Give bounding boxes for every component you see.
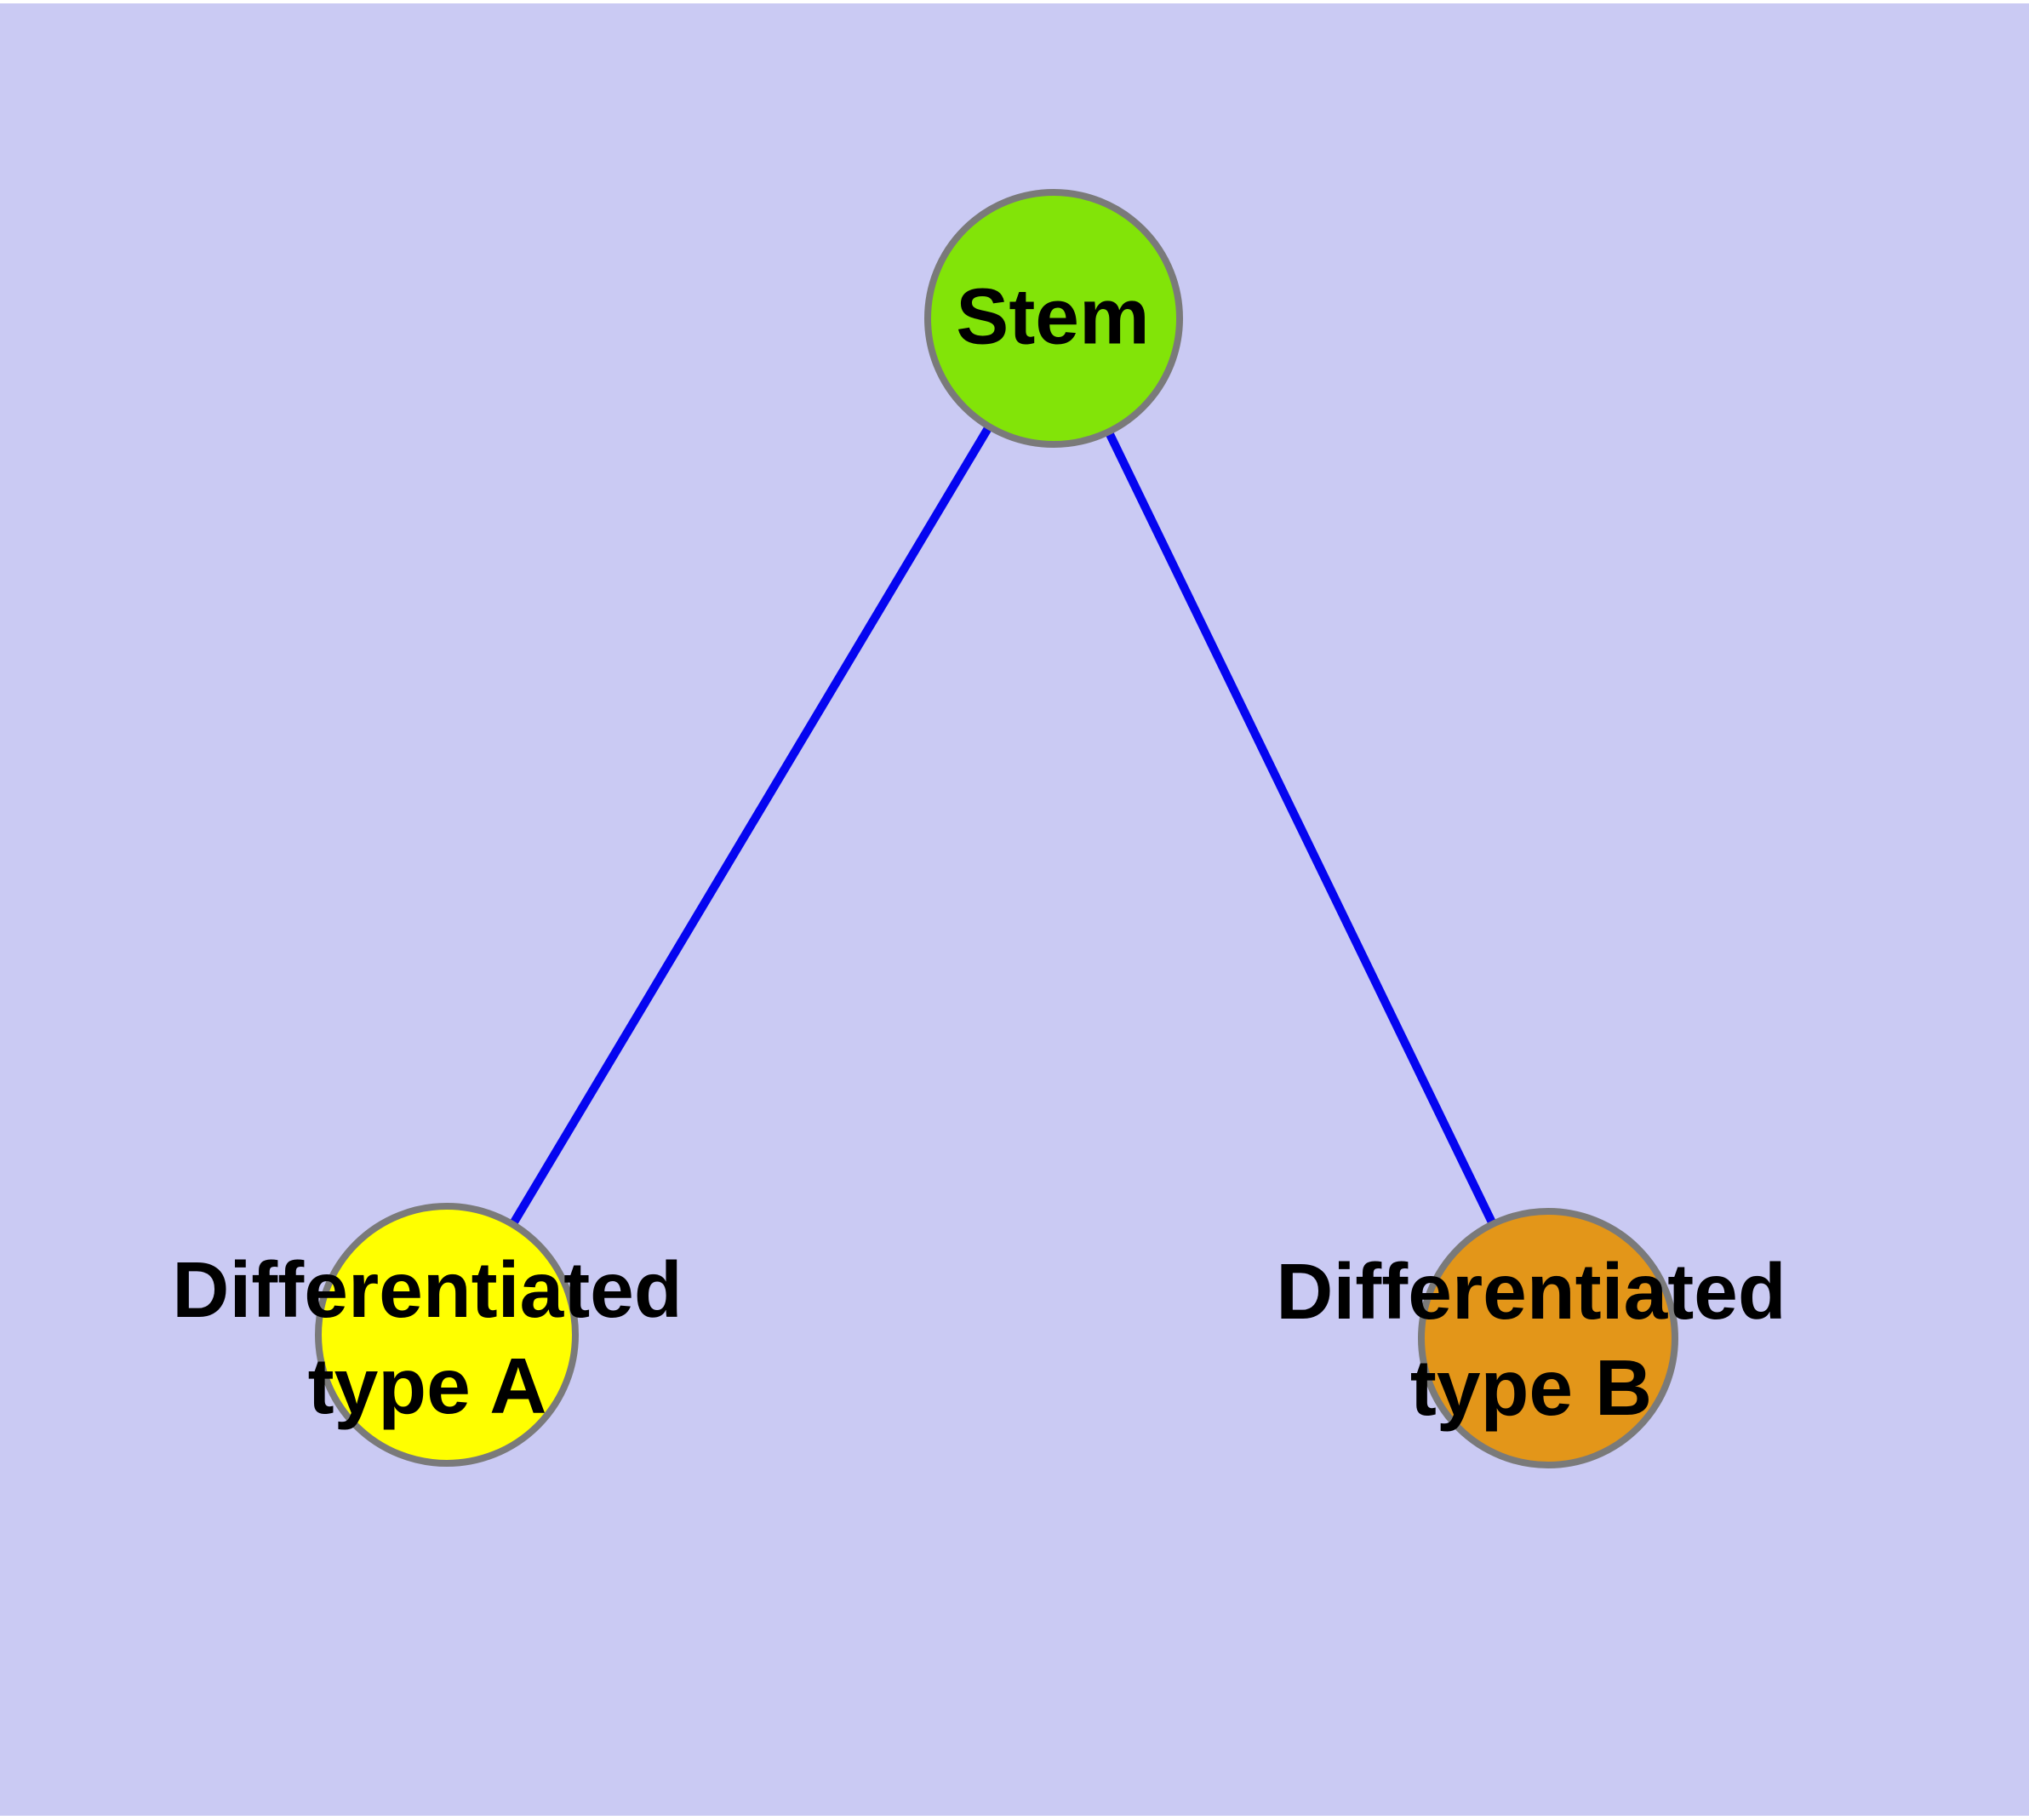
node-type-a-label-line2: type A <box>307 1342 547 1430</box>
edge-stem-to-type-b <box>1049 316 1552 1341</box>
node-type-b-circle <box>1418 1208 1678 1468</box>
node-type-a-circle <box>315 1203 579 1467</box>
node-type-b-label-line1: Differentiated <box>1276 1247 1786 1336</box>
node-type-a-label: Differentiated type A <box>172 1242 682 1434</box>
node-type-b-label: Differentiated type B <box>1276 1244 1786 1436</box>
edge-stem-to-type-a <box>443 316 1058 1337</box>
node-stem-circle <box>924 189 1183 448</box>
node-type-a-label-line1: Differentiated <box>172 1245 683 1334</box>
node-stem-label: Stem <box>956 272 1150 361</box>
node-type-b-label-line2: type B <box>1409 1343 1653 1432</box>
